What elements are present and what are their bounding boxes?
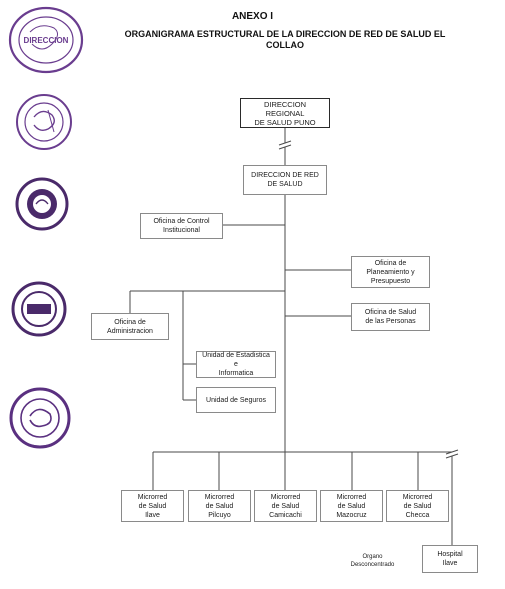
node-planeamiento: Oficina de Planeamiento y Presupuesto <box>351 256 430 288</box>
svg-text:DIRECCION: DIRECCION <box>24 36 69 45</box>
node-control-institucional: Oficina de Control Institucional <box>140 213 223 239</box>
seal-stamp-4 <box>11 281 67 337</box>
node-microrred-mazocruz: Microrred de Salud Mazocruz <box>320 490 383 522</box>
node-hospital: Hospital Ilave <box>422 545 478 573</box>
node-salud-personas: Oficina de Salud de las Personas <box>351 303 430 331</box>
node-direccion-regional: DIRECCION REGIONAL DE SALUD PUNO <box>240 98 330 128</box>
node-hospital-label: Hospital Ilave <box>437 551 463 567</box>
organo-desconcentrado-note: Organo Desconcentrado <box>350 554 395 568</box>
node-planeamiento-label: Oficina de Planeamiento y Presupuesto <box>366 259 415 285</box>
node-direccion-regional-label: DIRECCION REGIONAL DE SALUD PUNO <box>254 99 316 127</box>
seal-stamp-1: DIRECCION <box>8 6 84 74</box>
node-microrred-ilave-label: Microrred de Salud Ilave <box>137 493 168 519</box>
chart-title: ORGANIGRAMA ESTRUCTURAL DE LA DIRECCION … <box>124 29 446 50</box>
node-control-institucional-label: Oficina de Control Institucional <box>153 218 210 234</box>
seal-stamp-3 <box>15 177 69 231</box>
node-estadistica: Unidad de Estadistica e Informatica <box>196 351 276 378</box>
node-microrred-checca-label: Microrred de Salud Checca <box>402 493 433 519</box>
node-microrred-camicachi: Microrred de Salud Camicachi <box>254 490 317 522</box>
node-microrred-mazocruz-label: Microrred de Salud Mazocruz <box>336 493 367 519</box>
node-administracion: Oficina de Administracion <box>91 313 169 340</box>
node-administracion-label: Oficina de Administracion <box>107 318 153 335</box>
node-salud-personas-label: Oficina de Salud de las Personas <box>364 309 417 325</box>
seal-stamp-5 <box>9 387 71 449</box>
annex-heading: ANEXO I <box>231 11 274 22</box>
node-seguros-label: Unidad de Seguros <box>206 396 266 404</box>
node-direccion-red-label: DIRECCION DE RED DE SALUD <box>251 172 319 188</box>
node-microrred-pilcuyo-label: Microrred de Salud Pilcuyo <box>204 493 235 519</box>
seal-stamp-2 <box>16 94 72 150</box>
node-direccion-red: DIRECCION DE RED DE SALUD <box>243 165 327 195</box>
node-microrred-ilave: Microrred de Salud Ilave <box>121 490 184 522</box>
node-microrred-checca: Microrred de Salud Checca <box>386 490 449 522</box>
node-microrred-camicachi-label: Microrred de Salud Camicachi <box>269 493 302 519</box>
node-seguros: Unidad de Seguros <box>196 387 276 413</box>
node-microrred-pilcuyo: Microrred de Salud Pilcuyo <box>188 490 251 522</box>
node-estadistica-label: Unidad de Estadistica e Informatica <box>202 352 270 377</box>
